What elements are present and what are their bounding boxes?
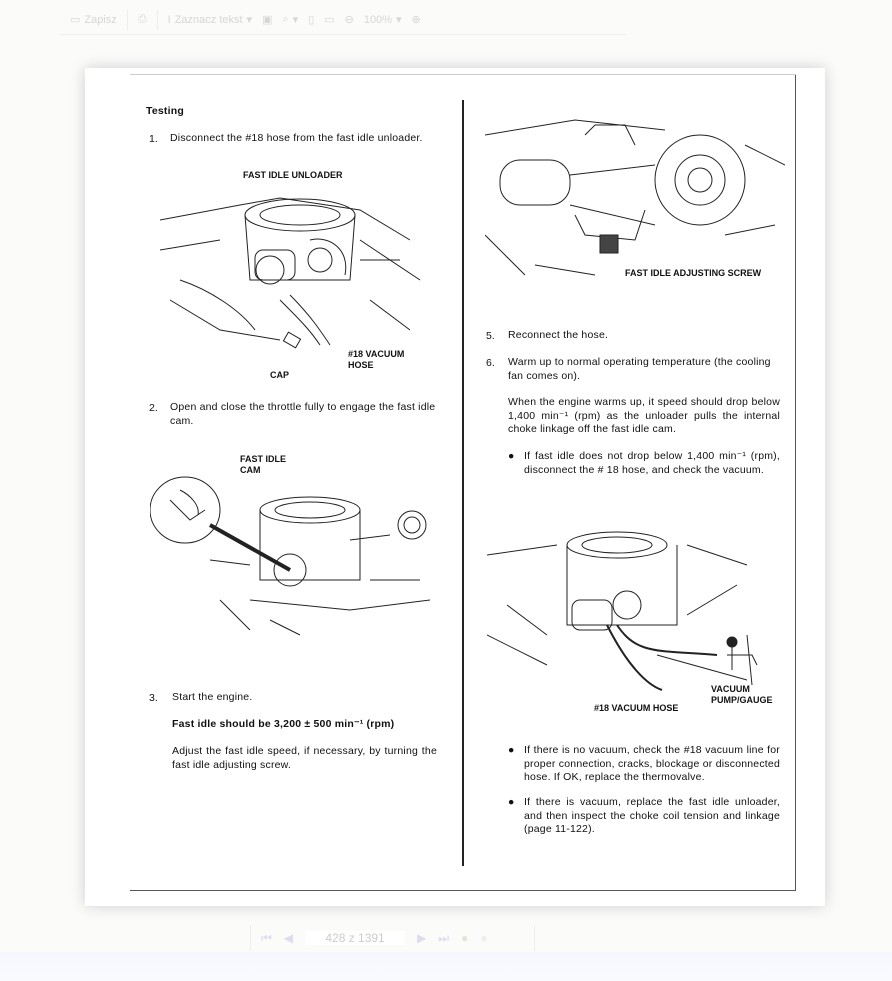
minus-icon: ⊖ bbox=[344, 14, 354, 26]
label-cap: CAP bbox=[270, 370, 290, 380]
bullet-no-vacuum: If there is no vacuum, check the #18 vac… bbox=[524, 744, 780, 783]
plus-icon: ⊕ bbox=[411, 14, 421, 26]
fit-page-button[interactable]: ▯ bbox=[308, 13, 314, 26]
chevron-down-icon: ▾ bbox=[396, 14, 402, 26]
fast-idle-adjusting-screw-illustration bbox=[485, 119, 785, 276]
step-number: 1. bbox=[149, 133, 158, 145]
column-divider bbox=[462, 100, 464, 866]
bullet-fast-idle-check: If fast idle does not drop below 1,400 m… bbox=[524, 450, 780, 476]
save-button[interactable]: ▭Zapisz bbox=[70, 13, 117, 27]
text-cursor-icon: I bbox=[167, 13, 171, 26]
snapshot-button[interactable]: ▣ bbox=[262, 13, 272, 26]
fast-idle-cam-illustration bbox=[150, 476, 431, 636]
fast-idle-unloader-illustration bbox=[160, 197, 421, 349]
previous-page-icon[interactable]: ◀ bbox=[283, 931, 294, 945]
step-6-text: Warm up to normal operating temperature … bbox=[508, 356, 771, 382]
step-number: 3. bbox=[149, 692, 158, 704]
page-frame-top bbox=[130, 74, 796, 75]
label-fast-idle-unloader: FAST IDLE UNLOADER bbox=[243, 170, 343, 180]
zoom-select[interactable]: 100%▾ bbox=[363, 13, 402, 27]
fast-idle-spec: Fast idle should be 3,200 ± 500 min⁻¹ (r… bbox=[172, 718, 395, 730]
print-button[interactable]: ⎙ bbox=[138, 13, 147, 26]
zoom-out-button[interactable]: ⊖ bbox=[345, 13, 354, 26]
label-fast-idle-adjusting-screw: FAST IDLE ADJUSTING SCREW bbox=[625, 268, 762, 278]
bullet-icon: ● bbox=[508, 450, 515, 462]
zoom-in-button[interactable]: ⊕ bbox=[412, 13, 421, 26]
bullet-vacuum-present: If there is vacuum, replace the fast idl… bbox=[524, 796, 780, 835]
step-number: 2. bbox=[149, 402, 158, 414]
adjust-instructions: Adjust the fast idle speed, if necessary… bbox=[172, 745, 437, 771]
save-icon: ▭ bbox=[70, 14, 81, 26]
document-page bbox=[85, 68, 825, 906]
step-5-text: Reconnect the hose. bbox=[508, 329, 609, 341]
label-vacuum-pump-gauge: VACUUM PUMP/GAUGE bbox=[711, 684, 773, 705]
page-number-input[interactable]: 428 z 1391 bbox=[305, 931, 406, 945]
status-bar bbox=[0, 952, 892, 981]
fit-width-button[interactable]: ▭ bbox=[324, 13, 334, 26]
camera-icon: ▣ bbox=[262, 14, 273, 26]
page-frame-bottom bbox=[130, 890, 796, 891]
step-number: 5. bbox=[486, 330, 495, 342]
forward-icon[interactable]: ● bbox=[480, 931, 488, 945]
last-page-icon[interactable]: ⏭ bbox=[438, 930, 450, 945]
step-2-text: Open and close the throttle fully to eng… bbox=[170, 401, 436, 427]
label-vacuum-hose-2: #18 VACUUM HOSE bbox=[594, 703, 679, 713]
section-heading: Testing bbox=[146, 105, 184, 117]
zoom-tool-button[interactable]: ⌕▾ bbox=[282, 13, 298, 26]
back-icon[interactable]: ● bbox=[461, 931, 469, 945]
label-fast-idle-cam: FAST IDLE CAM bbox=[240, 454, 287, 475]
label-vacuum-hose: #18 VACUUM HOSE bbox=[348, 349, 405, 370]
toolbar-divider bbox=[156, 9, 158, 30]
fit-width-icon: ▭ bbox=[324, 14, 335, 26]
bullet-icon: ● bbox=[508, 796, 515, 808]
first-page-icon[interactable]: ⏮ bbox=[261, 930, 272, 945]
chevron-down-icon: ▾ bbox=[292, 14, 299, 26]
step-3-text: Start the engine. bbox=[172, 691, 253, 703]
chevron-down-icon: ▾ bbox=[246, 14, 253, 26]
page-navigation: ⏮ ◀ 428 z 1391 ▶ ⏭ ● ● bbox=[250, 925, 535, 951]
page-frame-right bbox=[795, 75, 796, 891]
next-page-icon[interactable]: ▶ bbox=[417, 931, 427, 945]
vacuum-pump-illustration bbox=[487, 531, 758, 691]
fit-page-icon: ▯ bbox=[308, 14, 315, 26]
magnifier-icon: ⌕ bbox=[282, 13, 289, 25]
warm-up-explanation: When the engine warms up, it speed shoul… bbox=[508, 396, 780, 435]
bullet-icon: ● bbox=[508, 744, 515, 756]
step-1-text: Disconnect the #18 hose from the fast id… bbox=[170, 132, 423, 144]
print-icon: ⎙ bbox=[137, 13, 147, 25]
step-number: 6. bbox=[486, 357, 495, 369]
toolbar-divider bbox=[126, 9, 128, 30]
